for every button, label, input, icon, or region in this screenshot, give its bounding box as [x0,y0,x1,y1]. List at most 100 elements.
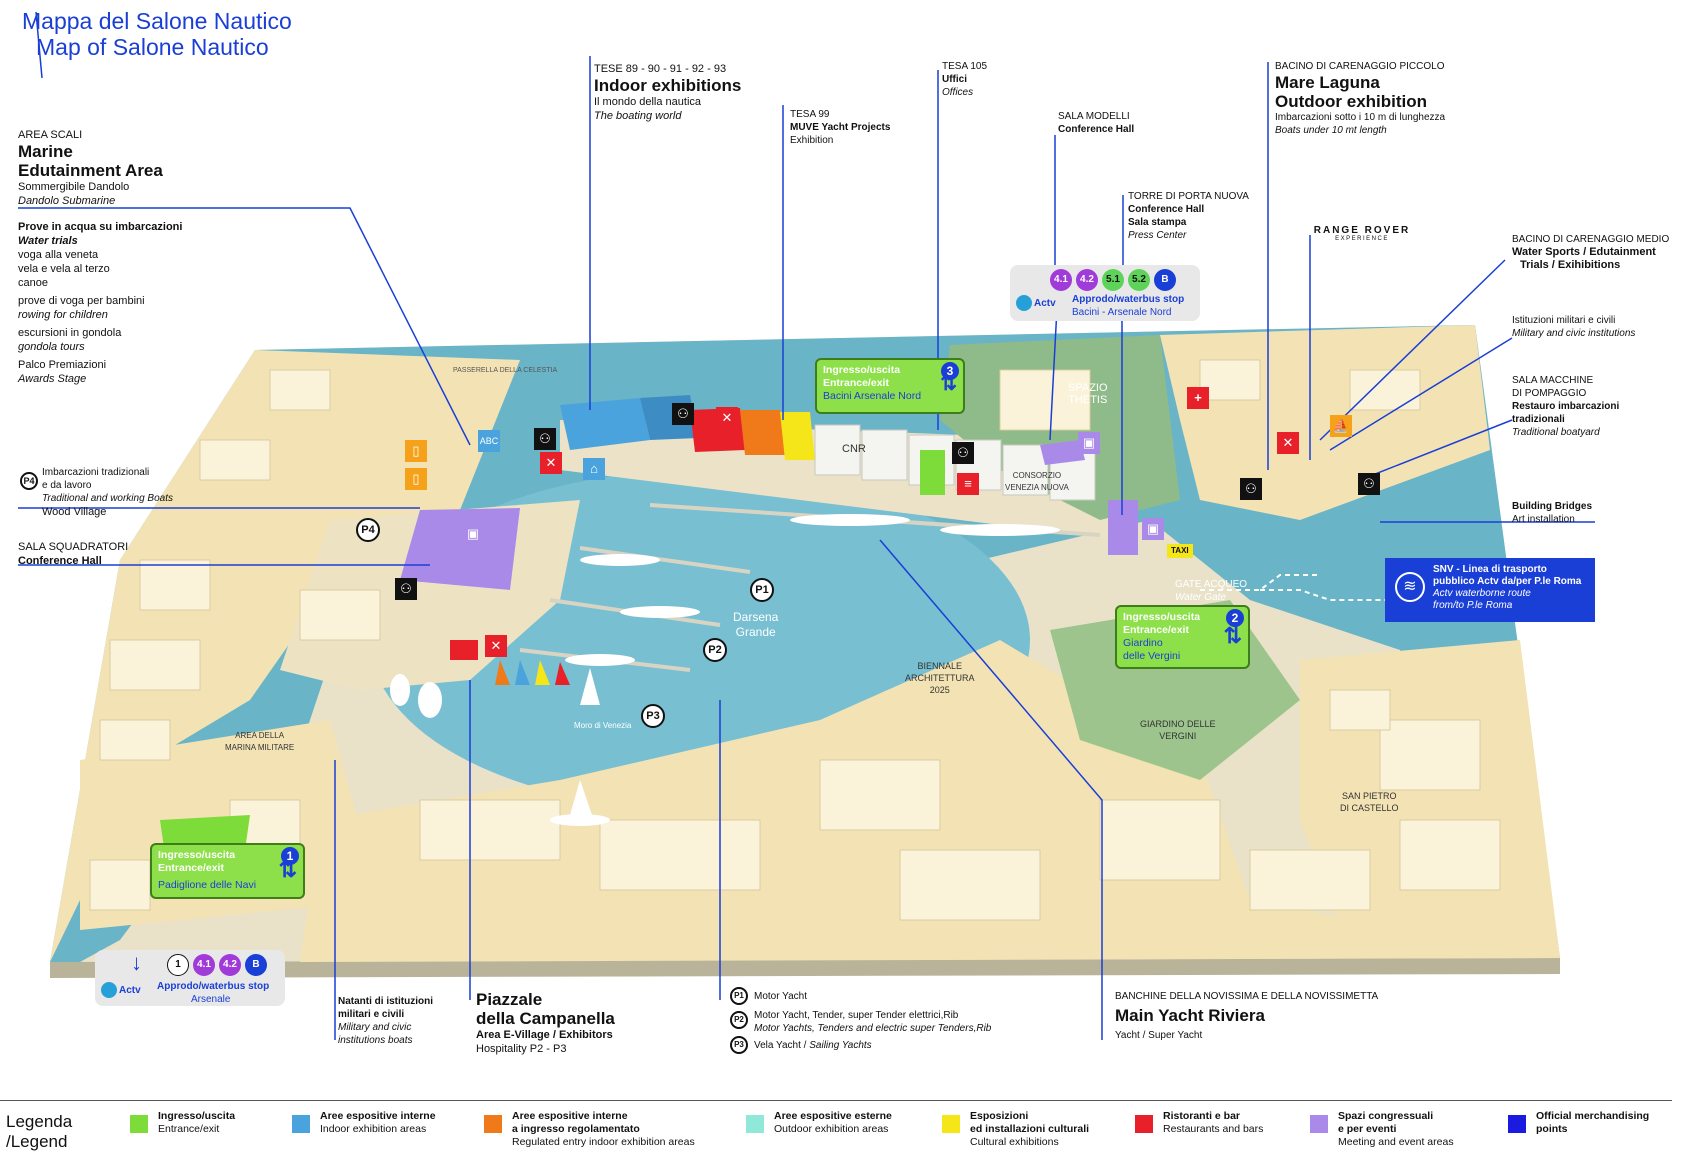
entrance-3[interactable]: Ingresso/uscita Entrance/exit Bacini Ars… [815,358,965,414]
area-scali-title1: Marine [18,142,73,161]
entrance-2-number: 2 [1226,609,1244,627]
sanpietro1: SAN PIETRO [1342,791,1397,801]
piazzale-b: Area E-Village / Exhibitors [476,1029,613,1041]
pkey-p3a: Vela Yacht / [754,1040,810,1051]
sala-macchine-s2: DI POMPAGGIO [1512,388,1587,399]
p3-marker: P3 [641,704,665,728]
legend-0-l: Entrance/exit [158,1123,220,1135]
bacino-medio-small: BACINO DI CARENAGGIO MEDIO [1512,234,1670,245]
waterbus-stop-arsenale[interactable]: ↓ 1 4.1 4.2 B Actv Approdo/waterbus stop… [95,950,285,1006]
biennale2: ARCHITETTURA [905,673,975,683]
toilets-icon: ⚇ [672,403,694,425]
legend-swatch-indoor [292,1115,310,1133]
legend-4-b: Esposizioni [970,1110,1029,1122]
first-aid-icon: + [1187,387,1209,409]
toilets-icon: ⚇ [1240,478,1262,500]
sala-macchine-b2: tradizionali [1512,414,1565,425]
sala-modelli-small: SALA MODELLI [1058,111,1130,122]
gate-acqueo-i: Water Gate [1175,592,1226,603]
waterbus-stop-nord[interactable]: 4.1 4.2 5.1 5.2 B Actv Approdo/waterbus … [1010,265,1200,321]
entrance-2-place2: delle Vergini [1123,650,1181,662]
label-area-scali: AREA SCALI Marine Edutainment Area Somme… [18,128,218,208]
spazio1: SPAZIO [1068,382,1108,394]
mare-laguna-big1: Mare Laguna [1275,73,1380,92]
legend-3-b: Aree espositive esterne [774,1110,892,1122]
tese-small: TESE 89 - 90 - 91 - 92 - 93 [594,63,727,75]
cultural-icon: ▯ [405,468,427,490]
legend-title-it: Legenda [6,1112,73,1131]
prove-t1: voga alla veneta [18,249,99,261]
arrow-down-icon: ↓ [131,950,142,975]
natanti-b1: Natanti di istituzioni [338,996,433,1007]
stop-nord-t2: Bacini - Arsenale Nord [1072,307,1172,318]
legend-4-b2: ed installazioni culturali [970,1123,1090,1135]
line-badge: 4.1 [193,954,215,976]
legend-swatch-merch [1508,1115,1526,1133]
line-badge: 4.2 [1076,269,1098,291]
p4-key-icon: P4 [20,472,38,490]
label-consorzio: CONSORZIO VENEZIA NUOVA [1005,470,1069,494]
p3-key-icon: P3 [730,1036,748,1054]
istituzioni-i: Military and civic institutions [1512,328,1636,339]
entrance-2[interactable]: Ingresso/uscita Entrance/exit Giardino d… [1115,605,1250,669]
legend-2-l: Regulated entry indoor exhibition areas [512,1136,695,1148]
label-torre: TORRE DI PORTA NUOVA Conference Hall Sal… [1128,190,1278,242]
snv-box: ≋ SNV - Linea di trasporto pubblico Actv… [1385,558,1595,622]
sala-macchine-s1: SALA MACCHINE [1512,375,1594,386]
legend-6-b2: e per eventi [1338,1123,1397,1135]
biennale3: 2025 [929,685,950,695]
prove-t4: prove di voga per bambini [18,295,145,307]
entrance-3-it: Ingresso/uscita [823,364,901,376]
building-bridges-b: Building Bridges [1512,501,1592,512]
label-marina-militare: AREA DELLA MARINA MILITARE [225,730,294,754]
legend-7-b: Official merchandising [1536,1110,1650,1122]
entrance-1[interactable]: Ingresso/uscita Entrance/exit Padiglione… [150,843,305,899]
label-istituzioni: Istituzioni militari e civili Military a… [1512,314,1682,340]
label-tesa105: TESA 105 Uffici Offices [942,60,1042,99]
tese-l1: Il mondo della nautica [594,96,702,108]
entrance-3-place: Bacini Arsenale Nord [823,390,922,402]
line-badge: 4.1 [1050,269,1072,291]
label-passerella: PASSERELLA DELLA CELESTIA [453,367,558,374]
label-natanti: Natanti di istituzioni militari e civili… [338,995,458,1047]
actv-brand: Actv [119,985,141,996]
toilets-icon: ⚇ [952,442,974,464]
tradizionali-l1: Imbarcazioni tradizionali [42,467,150,478]
prove-t6: Palco Premiazioni [18,359,107,371]
tese-big: Indoor exhibitions [594,76,742,95]
mare-laguna-l2: Boats under 10 mt length [1275,125,1387,136]
sala-macchine-i: Traditional boatyard [1512,427,1600,438]
legend-0-b: Ingresso/uscita [158,1110,236,1122]
legend-1-b: Aree espositive interne [320,1110,436,1122]
legend-swatch-outdoor [746,1115,764,1133]
banchine-l: Yacht / Super Yacht [1115,1030,1203,1041]
toilets-icon: ⚇ [395,578,417,600]
banchine-big: Main Yacht Riviera [1115,1006,1265,1025]
entrance-3-number: 3 [941,362,959,380]
entrance-arrows-icon: ⇅ [1223,623,1242,648]
meeting-icon: ▣ [1142,518,1164,540]
area-scali-title2: Edutainment Area [18,161,163,180]
sala-modelli-b: Conference Hall [1058,124,1135,135]
sailing-icon: ⛵ [1330,415,1352,437]
entrance-1-en: Entrance/exit [158,862,224,874]
legend-swatch-entrance [130,1115,148,1133]
label-piazzale: Piazzale della Campanella Area E-Village… [476,990,676,1056]
area-scali-l2: Dandolo Submarine [18,195,116,207]
line-badge: 5.1 [1102,269,1124,291]
range-rover-logo: RANGE ROVER EXPERIENCE [1312,225,1412,242]
restaurant-icon: ✕ [1277,432,1299,454]
giardino2: VERGINI [1159,731,1197,741]
label-tese: TESE 89 - 90 - 91 - 92 - 93 Indoor exhib… [594,62,794,123]
taxi-sign: TAXI [1167,544,1193,558]
cultural-icon: ▯ [405,440,427,462]
legend-6-l: Meeting and event areas [1338,1136,1454,1148]
legend-7-b2: points [1536,1123,1568,1135]
stop-arsenale-t2: Arsenale [191,994,231,1005]
prove-t2: vela e vela al terzo [18,263,110,275]
